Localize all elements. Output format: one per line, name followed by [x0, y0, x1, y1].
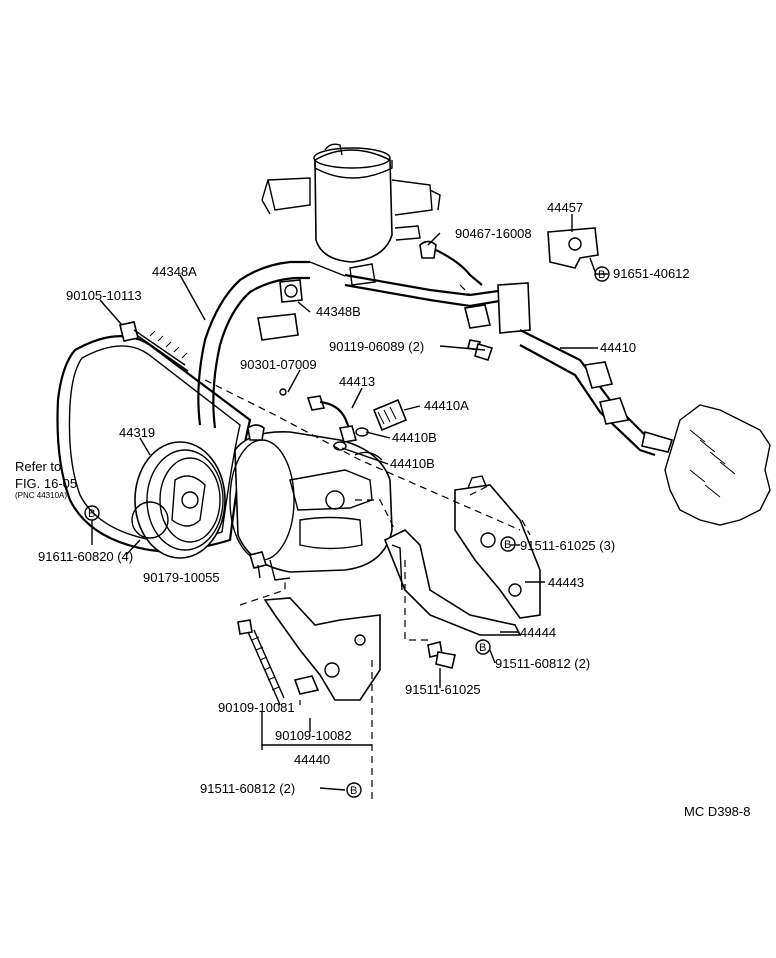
assembly-lines	[204, 284, 531, 800]
bolt-91511-61025	[427, 641, 456, 669]
badge-b-91511-60812-b: B	[350, 785, 357, 797]
label-44410b-2: 44410B	[390, 456, 435, 471]
label-90467-16008: 90467-16008	[455, 226, 532, 241]
label-91651-40612: 91651-40612	[613, 266, 690, 281]
bolt-90105	[119, 321, 189, 372]
refer-to-line3: (PNC 44310A)	[15, 491, 67, 500]
pulley-44319	[131, 441, 226, 559]
pressure-tube-44410	[344, 263, 674, 457]
reservoir-assembly	[261, 143, 441, 263]
bracket-44457	[547, 227, 599, 269]
label-44444: 44444	[520, 625, 556, 640]
badge-b-91511-60812-a: B	[479, 642, 486, 654]
part-labels: 44457 90467-16008 91651-40612 44348A 901…	[15, 200, 750, 819]
refer-to-line2: FIG. 16-05	[15, 476, 77, 491]
engine-outline	[664, 404, 771, 526]
stud-90109-10081	[237, 619, 285, 701]
suction-port-fittings	[247, 388, 408, 451]
nut-90179	[248, 551, 268, 569]
label-91511-60812-2b: 91511-60812 (2)	[200, 781, 295, 796]
label-44319: 44319	[119, 425, 155, 440]
badge-b-91511-3: B	[504, 539, 511, 551]
label-44457: 44457	[547, 200, 583, 215]
diagram-code: MC D398-8	[684, 804, 750, 819]
bracket-44440	[263, 597, 381, 701]
bolt-90467	[419, 240, 437, 259]
label-91611-60820: 91611-60820 (4)	[38, 549, 133, 564]
label-44440: 44440	[294, 752, 330, 767]
bracket-44443	[454, 475, 541, 619]
refer-to-line1: Refer to	[15, 459, 61, 474]
label-90109-10081: 90109-10081	[218, 700, 295, 715]
label-44348a: 44348A	[152, 264, 197, 279]
label-90105-10113: 90105-10113	[66, 288, 142, 303]
vane-pump-assembly	[229, 431, 393, 581]
bracket-44444	[383, 529, 522, 636]
badge-b-91611: B	[88, 508, 95, 520]
label-44348b: 44348B	[316, 304, 361, 319]
label-90109-10082: 90109-10082	[275, 728, 352, 743]
label-90119-06089: 90119-06089 (2)	[329, 339, 424, 354]
label-91511-61025: 91511-61025	[405, 682, 481, 697]
label-44413: 44413	[339, 374, 375, 389]
label-44443: 44443	[548, 575, 584, 590]
badge-b-91651: B	[598, 269, 605, 281]
label-91511-60812-2a: 91511-60812 (2)	[495, 656, 590, 671]
label-90301-07009: 90301-07009	[240, 357, 317, 372]
nut-90109-10082	[293, 675, 320, 695]
label-90179-10055: 90179-10055	[143, 570, 220, 585]
label-44410: 44410	[600, 340, 636, 355]
bolt-90119	[467, 339, 494, 361]
label-44410a: 44410A	[424, 398, 469, 413]
label-44410b-1: 44410B	[392, 430, 437, 445]
label-91511-61025-3: 91511-61025 (3)	[520, 538, 615, 553]
bolt-badges: B B B B B	[84, 266, 610, 798]
